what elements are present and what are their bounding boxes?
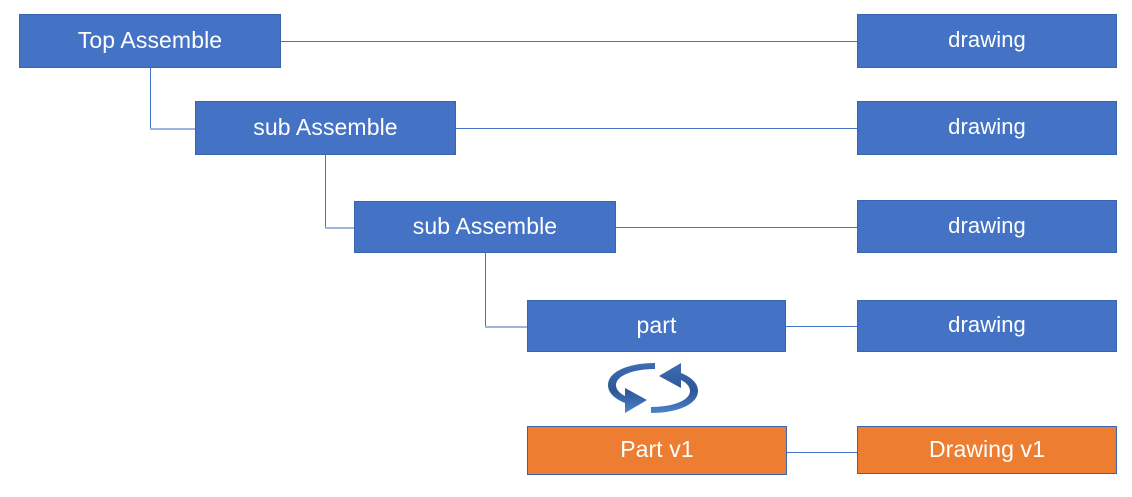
node-label: Drawing v1 bbox=[928, 435, 1046, 462]
node-label: drawing bbox=[948, 27, 1026, 52]
connector-top-assemble-branch-vertical bbox=[150, 67, 151, 128]
node-label: part bbox=[636, 311, 677, 338]
connector-sub-assemble-1-branch-vertical bbox=[325, 155, 326, 227]
node-part[interactable]: part bbox=[527, 300, 786, 352]
connector-part-to-drawing bbox=[786, 326, 857, 327]
connector-sub-assemble-2-branch-vertical bbox=[485, 252, 486, 326]
node-drawing-3[interactable]: drawing bbox=[857, 200, 1117, 253]
node-label: sub Assemble bbox=[412, 212, 558, 239]
node-label: Part v1 bbox=[620, 436, 694, 462]
node-drawing-1[interactable]: drawing bbox=[857, 14, 1117, 68]
node-label: sub Assemble bbox=[253, 113, 398, 140]
node-label: drawing bbox=[948, 212, 1026, 238]
connector-top-assemble-branch-horizontal bbox=[150, 128, 195, 130]
node-label: drawing bbox=[948, 312, 1026, 337]
connector-part-v1-to-drawing-v1 bbox=[787, 452, 857, 453]
node-drawing-4[interactable]: drawing bbox=[857, 300, 1117, 352]
connector-sub-assemble-1-branch-horizontal bbox=[325, 227, 354, 229]
cycle-arrows-icon bbox=[598, 360, 708, 416]
node-label: drawing bbox=[948, 114, 1026, 139]
node-part-v1[interactable]: Part v1 bbox=[527, 426, 787, 475]
node-top-assemble[interactable]: Top Assemble bbox=[19, 14, 281, 68]
node-label: Top Assemble bbox=[77, 26, 223, 53]
connector-top-assemble-to-drawing bbox=[281, 41, 857, 42]
node-drawing-2[interactable]: drawing bbox=[857, 101, 1117, 155]
connector-sub-assemble-1-to-drawing bbox=[456, 128, 857, 129]
node-drawing-v1[interactable]: Drawing v1 bbox=[857, 426, 1117, 474]
node-sub-assemble-1[interactable]: sub Assemble bbox=[195, 101, 456, 155]
node-sub-assemble-2[interactable]: sub Assemble bbox=[354, 201, 616, 253]
connector-sub-assemble-2-to-drawing bbox=[616, 227, 857, 228]
connector-sub-assemble-2-branch-horizontal bbox=[485, 326, 527, 328]
